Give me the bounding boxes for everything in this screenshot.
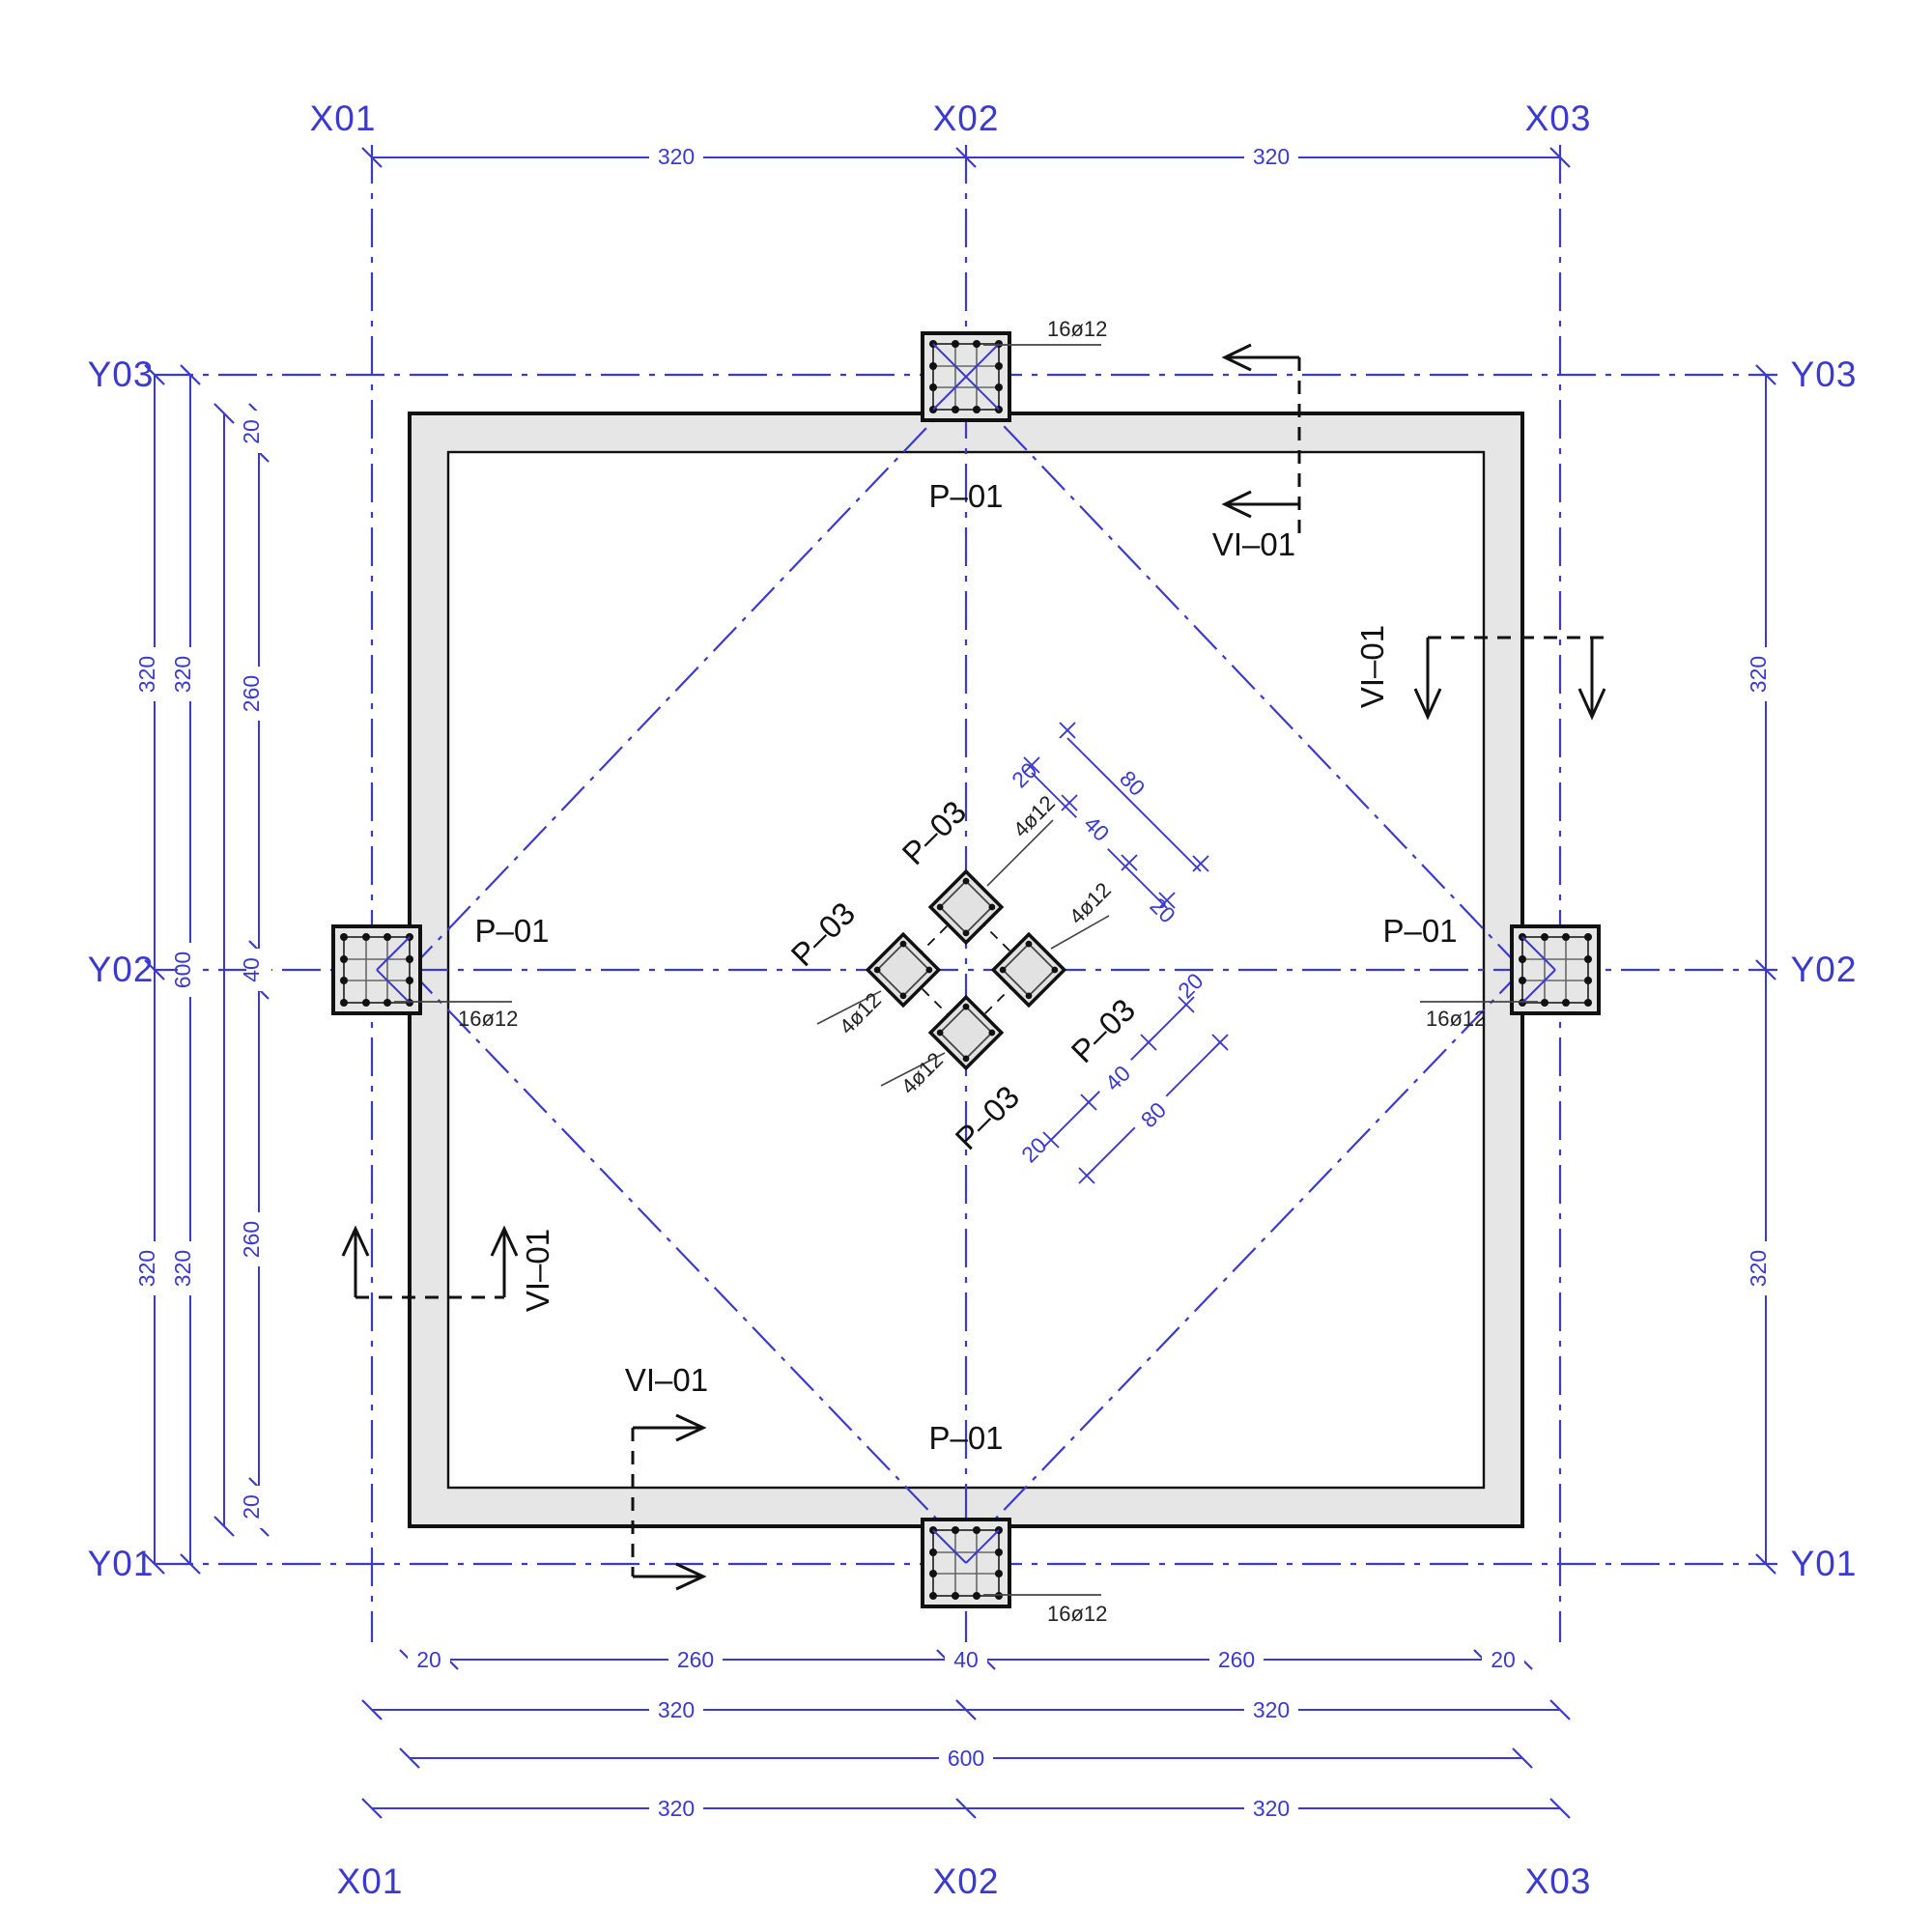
grid-label-X01-top: X01 (310, 99, 377, 138)
section-marker-top-right (1221, 343, 1301, 541)
dim-bot1-1: 20 (416, 1647, 441, 1672)
grid-label-X03-bottom: X03 (1525, 1861, 1592, 1901)
section-marker-right (1413, 636, 1611, 721)
dim-left3-3: 40 (239, 957, 264, 982)
dim-bot2-2: 320 (1253, 1697, 1290, 1722)
dim-top-1: 320 (658, 144, 695, 169)
dim-col-left-3-text: 20 260 40 260 20 (239, 411, 271, 1528)
grid-label-X01-bottom: X01 (337, 1861, 404, 1901)
pile-p03-west (865, 931, 942, 1009)
rebar-callout-right: 16ø12 (1420, 1001, 1538, 1031)
section-label-top-right: VI–01 (1212, 526, 1295, 562)
grid-label-Y01-left: Y01 (88, 1544, 155, 1583)
dim-row-bottom-4 (361, 1798, 1571, 1819)
section-marker-left (341, 1225, 519, 1299)
dim-col-left-2-text: 320 600 320 (170, 647, 203, 1295)
dim-col-left-1 (144, 364, 165, 1575)
dim-bot1-3: 40 (953, 1647, 979, 1672)
column-p01-top (921, 331, 1011, 422)
dim-row-top (361, 147, 1571, 168)
dim-row-top-text: 320 320 (649, 144, 1298, 170)
pile-p03-south (927, 994, 1005, 1071)
dim-left3-2: 260 (239, 675, 264, 712)
grid-label-Y03-right: Y03 (1791, 355, 1858, 394)
rebar-callout-bottom: 16ø12 (983, 1594, 1107, 1626)
dim-bot1-2: 260 (677, 1647, 714, 1672)
dim-col-right (1755, 364, 1776, 1575)
dim-bot2-1: 320 (658, 1697, 695, 1722)
dim-bot4-1: 320 (658, 1796, 695, 1821)
section-label-right: VI–01 (1354, 625, 1390, 708)
dim-left2-2: 600 (170, 952, 195, 988)
dim-row-bottom-1-text: 20 260 40 260 20 (408, 1647, 1524, 1672)
grid-label-Y01-right: Y01 (1791, 1544, 1858, 1583)
rebar-callout-left: 16ø12 (394, 1001, 518, 1031)
rebar-label-bottom: 16ø12 (1047, 1602, 1107, 1626)
column-p01-bottom (921, 1518, 1011, 1608)
dim-bot1-4: 260 (1218, 1647, 1255, 1672)
dim-left3-4: 260 (239, 1221, 264, 1258)
rebar-label-top: 16ø12 (1047, 317, 1107, 341)
rebar-label-right: 16ø12 (1426, 1007, 1486, 1031)
dim-left2-3: 320 (170, 1250, 195, 1287)
rebar-callout-top: 16ø12 (983, 317, 1107, 346)
label-p01-top: P–01 (928, 478, 1003, 514)
dim-top-2: 320 (1253, 144, 1290, 169)
pile-p03-north (927, 868, 1005, 946)
grid-label-X02-bottom: X02 (933, 1861, 1000, 1901)
dim-left3-5: 20 (239, 1494, 264, 1520)
dim-right-2: 320 (1746, 1250, 1771, 1287)
dim-row-bottom-4-text: 320 320 (649, 1796, 1298, 1821)
grid-label-Y02-left: Y02 (88, 950, 155, 989)
pile-p03-east (990, 931, 1067, 1009)
dim-left2-1: 320 (170, 656, 195, 693)
dim-col-left-1-text: 320 320 (134, 647, 167, 1295)
grid-label-Y03-left: Y03 (88, 355, 155, 394)
grid-lines (155, 145, 1777, 1642)
dim-bot1-5: 20 (1491, 1647, 1516, 1672)
label-p01-bottom: P–01 (928, 1420, 1003, 1456)
diagonal-axis-lines (409, 385, 1523, 1550)
grid-label-X02-top: X02 (933, 99, 1000, 138)
section-label-bottom: VI–01 (625, 1362, 708, 1398)
dim-left1-1: 320 (134, 656, 159, 693)
dim-diag-ne-outer (1059, 722, 1209, 872)
column-p01-right (1510, 924, 1601, 1015)
label-p01-left: P–01 (474, 913, 549, 949)
rebar-label-left: 16ø12 (458, 1007, 518, 1031)
column-p01-left (331, 924, 422, 1015)
dim-col-right-text: 320 320 (1746, 647, 1778, 1295)
dim-left3-1: 20 (239, 419, 264, 444)
grid-label-X03-top: X03 (1525, 99, 1592, 138)
dim-bot4-2: 320 (1253, 1796, 1290, 1821)
dim-row-bottom-2 (361, 1699, 1571, 1720)
grid-label-Y02-right: Y02 (1791, 950, 1858, 989)
section-label-left: VI–01 (520, 1229, 555, 1312)
grid-labels: X01 X02 X03 X01 X02 X03 Y03 Y02 Y01 Y03 … (88, 99, 1858, 1901)
dim-row-bottom-2-text: 320 320 (649, 1697, 1298, 1722)
dim-left1-2: 320 (134, 1250, 159, 1287)
dim-bot3-1: 600 (948, 1746, 984, 1771)
dim-row-bottom-3-text: 600 (939, 1746, 993, 1771)
label-p01-right: P–01 (1382, 913, 1457, 949)
section-marker-bottom (631, 1413, 707, 1591)
dim-right-1: 320 (1746, 656, 1771, 693)
